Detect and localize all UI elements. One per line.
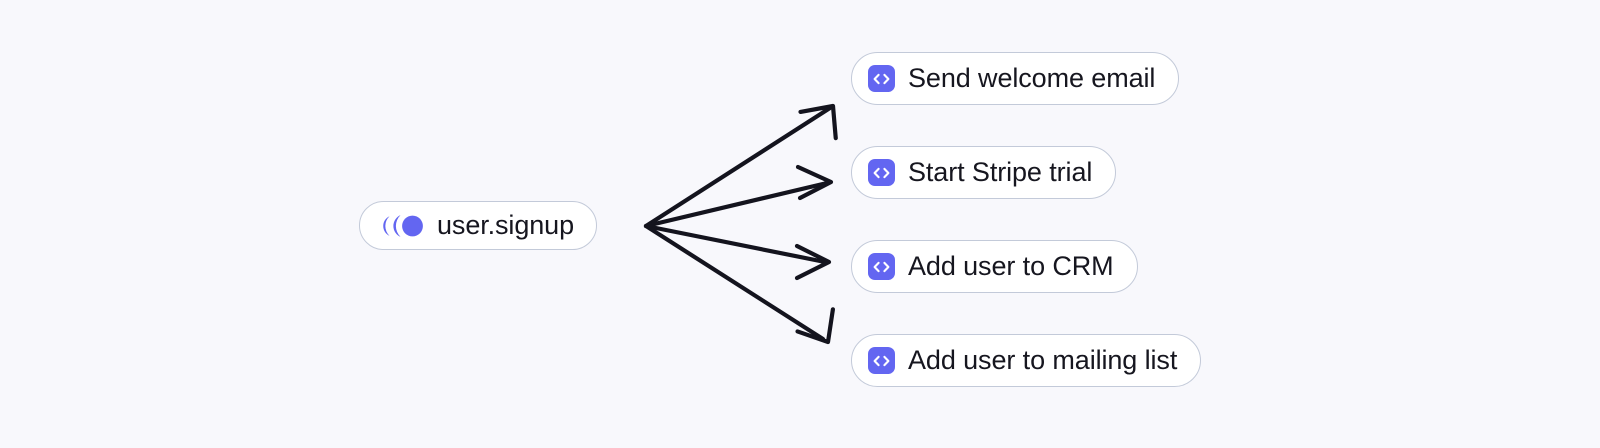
- code-brackets-icon: [868, 253, 895, 280]
- event-node-user-signup[interactable]: user.signup: [359, 201, 597, 250]
- edge-to-add-user-to-mailing-list: [643, 223, 836, 345]
- event-node-label: user.signup: [437, 210, 574, 240]
- code-brackets-icon: [868, 347, 895, 374]
- action-node-label: Start Stripe trial: [908, 157, 1093, 187]
- code-brackets-icon: [868, 65, 895, 92]
- edge-to-add-user-to-crm: [643, 223, 832, 281]
- edge-to-start-stripe-trial: [643, 164, 834, 229]
- code-brackets-icon: [868, 159, 895, 186]
- action-node-add-user-to-crm[interactable]: Add user to CRM: [851, 240, 1138, 293]
- broadcast-signal-icon: [383, 214, 423, 237]
- action-node-label: Send welcome email: [908, 63, 1156, 93]
- action-node-add-user-to-mailing-list[interactable]: Add user to mailing list: [851, 334, 1202, 387]
- action-node-start-stripe-trial[interactable]: Start Stripe trial: [851, 146, 1117, 199]
- action-node-label: Add user to CRM: [908, 251, 1114, 281]
- action-node-send-welcome-email[interactable]: Send welcome email: [851, 52, 1180, 105]
- action-node-label: Add user to mailing list: [908, 345, 1178, 375]
- edge-to-send-welcome-email: [643, 103, 838, 229]
